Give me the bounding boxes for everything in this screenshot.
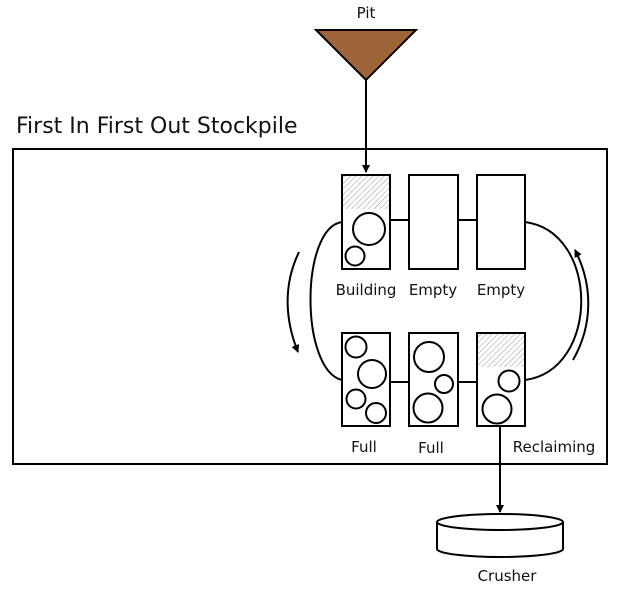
hatch-fill [477, 333, 525, 367]
stockpile-cell-empty [408, 174, 459, 270]
stockpile-cell-building [341, 174, 391, 270]
pit-label: Pit [357, 4, 376, 22]
ore-pile-icon [497, 369, 521, 393]
stockpile-cell-empty [476, 174, 526, 270]
ore-pile-icon [345, 388, 367, 410]
ore-pile-icon [481, 393, 513, 425]
cell-label-full: Full [418, 439, 444, 457]
ore-pile-icon [357, 359, 387, 389]
stockpile-cell-full [341, 332, 391, 427]
ore-pile-icon [344, 245, 366, 267]
cell-label-reclaiming: Reclaiming [513, 438, 596, 456]
stockpile-cell-reclaiming [476, 332, 526, 427]
cell-label-building: Building [336, 281, 397, 299]
ore-pile-icon [434, 374, 454, 394]
ore-pile-icon [413, 341, 445, 373]
ore-pile-icon [352, 212, 386, 246]
cell-label-empty: Empty [409, 281, 457, 299]
up-flow-arrow [572, 249, 590, 361]
stockpile-frame [12, 148, 608, 465]
ore-pile-icon [344, 335, 368, 359]
cell-label-empty: Empty [477, 281, 525, 299]
ore-pile-icon [412, 392, 444, 424]
down-flow-arrow [286, 251, 300, 353]
ore-pile-icon [365, 402, 387, 424]
cell-label-full: Full [351, 438, 377, 456]
pit-icon [313, 29, 419, 82]
crusher-label: Crusher [478, 567, 538, 585]
diagram-title: First In First Out Stockpile [16, 114, 298, 139]
hatch-fill [342, 175, 390, 209]
crusher-icon [436, 513, 564, 558]
right-loop-connector [524, 221, 583, 381]
left-loop-connector [309, 221, 343, 381]
stockpile-cell-full [408, 332, 459, 427]
